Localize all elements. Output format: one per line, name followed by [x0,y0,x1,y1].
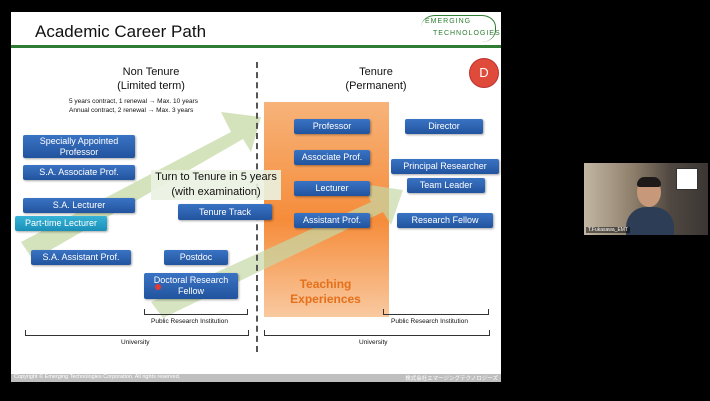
title-underline [11,45,501,48]
slide-title: Academic Career Path [35,22,207,41]
footer-company: 株式会社エマージングテクノロジーズ [405,376,498,382]
limited-term-label: (Limited term) [117,80,185,92]
university-right-bracket [264,330,490,336]
pri-right-bracket [383,309,489,315]
teaching-experiences-label: Teaching Experiences [273,277,378,307]
presenter-avatar [626,177,674,235]
team-leader-box: Team Leader [407,178,485,193]
specially-appointed-professor-box: Specially Appointed Professor [23,135,135,158]
pri-right-label: Public Research Institution [391,318,468,325]
qr-code-icon [676,168,698,190]
tenure-label: Tenure [359,66,393,78]
turn-to-tenure-note: Turn to Tenure in 5 years (with examinat… [151,170,281,200]
turn-to-tenure-line1: Turn to Tenure in 5 years [155,171,277,183]
teaching-label-line1: Teaching [299,277,352,291]
participant-name-label: T.Fukasawa_EMT [586,227,631,233]
pri-left-bracket [144,309,248,315]
pri-left-label: Public Research Institution [151,318,228,325]
footer-copyright: Copyright © Emerging Technologies Corpor… [14,374,181,380]
sa-associate-prof-box: S.A. Associate Prof. [23,165,135,180]
webcam-tile[interactable]: T.Fukasawa_EMT [584,163,708,235]
part-time-lecturer-box: Part-time Lecturer [15,216,107,231]
teaching-label-line2: Experiences [290,292,361,306]
laser-pointer-icon [155,284,161,290]
company-logo: EMERGING TECHNOLOGIES [419,15,500,43]
professor-box: Professor [294,119,370,134]
postdoc-box: Postdoc [164,250,228,265]
presenter-hair [637,177,661,187]
contract-note-2: Annual contract, 2 renewal → Max. 3 year… [69,107,194,114]
non-tenure-label: Non Tenure [122,66,180,78]
logo-line2: TECHNOLOGIES [433,30,501,37]
logo-line1: EMERGING [425,18,472,25]
presenter-body [626,207,674,235]
turn-to-tenure-line2: (with examination) [171,186,261,198]
slide-footer: Copyright © Emerging Technologies Corpor… [11,374,501,382]
director-box: Director [405,119,483,134]
sa-lecturer-box: S.A. Lecturer [23,198,135,213]
tenure-track-box: Tenure Track [178,204,272,220]
associate-prof-box: Associate Prof. [294,150,370,165]
contract-note-1: 5 years contract, 1 renewal → Max. 10 ye… [69,98,198,105]
university-left-label: University [121,339,150,346]
tenure-heading: Tenure (Permanent) [321,65,431,93]
d-badge-icon: D [469,58,499,88]
principal-researcher-box: Principal Researcher [391,159,499,174]
assistant-prof-box: Assistant Prof. [294,213,370,228]
university-right-label: University [359,339,388,346]
lecturer-box: Lecturer [294,181,370,196]
permanent-label: (Permanent) [345,80,407,92]
sa-assistant-prof-box: S.A. Assistant Prof. [31,250,131,265]
research-fellow-box: Research Fellow [397,213,493,228]
presentation-slide: Academic Career Path EMERGING TECHNOLOGI… [11,12,501,382]
non-tenure-heading: Non Tenure (Limited term) [91,65,211,93]
logo-swoosh [421,15,496,42]
university-left-bracket [25,330,249,336]
